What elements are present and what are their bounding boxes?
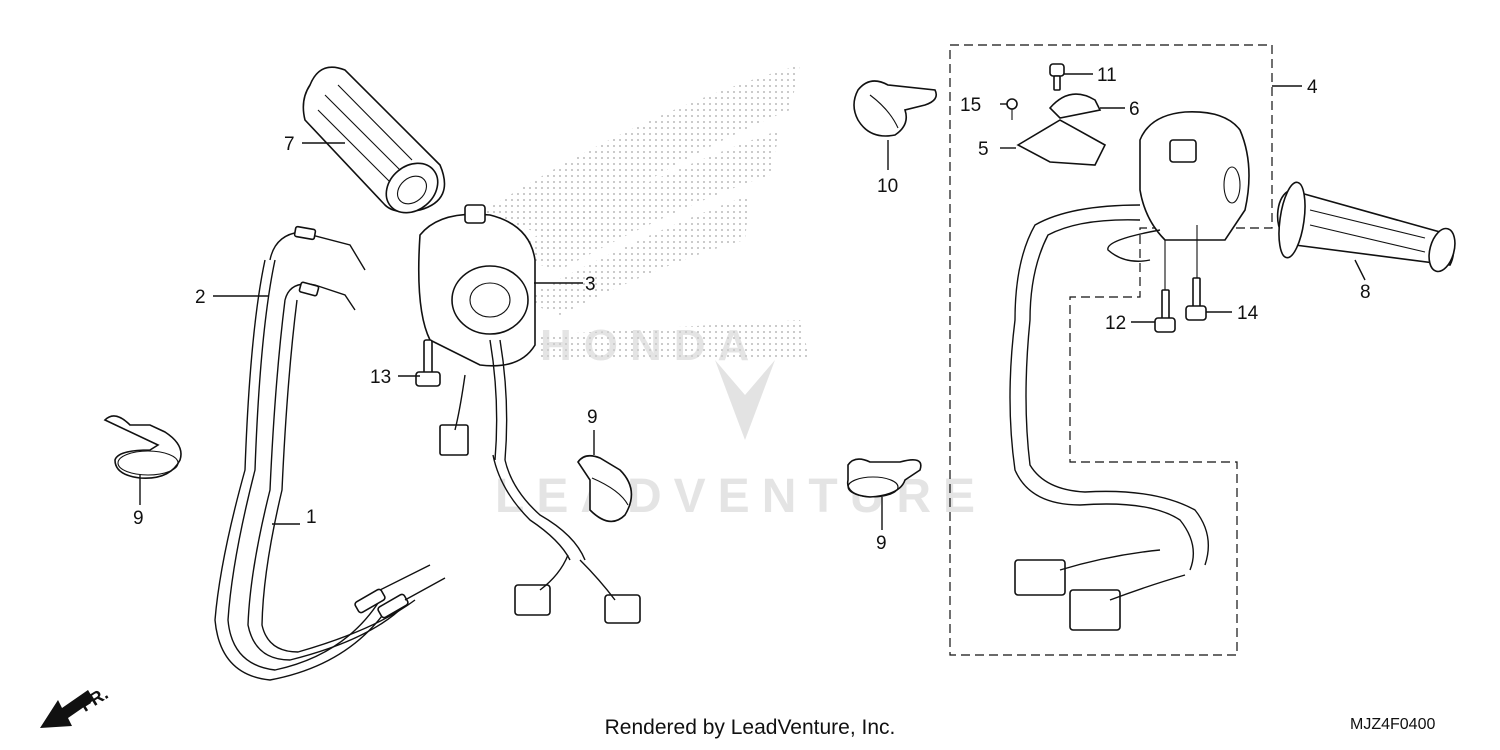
grip-right-part-8 bbox=[1276, 181, 1456, 273]
right-switch-assembly-box bbox=[949, 44, 1273, 656]
cable-clamp-part-10 bbox=[853, 80, 938, 137]
honda-wing-watermark: HONDA bbox=[470, 65, 810, 370]
callout-labels: 1 2 3 4 5 6 7 8 9 9 9 10 11 12 13 14 15 bbox=[133, 65, 1371, 554]
cable-clamp-part-9-center bbox=[577, 454, 633, 523]
callout-5: 5 bbox=[978, 139, 989, 160]
switch-housing-left-part-3 bbox=[417, 204, 641, 624]
throttle-cables-part-1-2 bbox=[214, 225, 446, 681]
leader-lines bbox=[139, 73, 1366, 530]
callout-9-right: 9 bbox=[876, 533, 887, 554]
callout-7: 7 bbox=[284, 134, 295, 155]
callout-1: 1 bbox=[306, 507, 317, 528]
callout-8: 8 bbox=[1360, 282, 1371, 303]
screw-part-15 bbox=[1006, 98, 1018, 120]
bracket-part-5 bbox=[1016, 119, 1107, 166]
honda-watermark-text: HONDA bbox=[540, 321, 761, 370]
grip-left-part-7 bbox=[302, 66, 446, 214]
screw-part-12 bbox=[1154, 289, 1176, 333]
screw-part-14 bbox=[1185, 277, 1207, 321]
callout-12: 12 bbox=[1105, 313, 1126, 334]
callout-10: 10 bbox=[877, 176, 898, 197]
callout-4: 4 bbox=[1307, 77, 1318, 98]
rendered-by-credit: Rendered by LeadVenture, Inc. bbox=[604, 716, 896, 739]
leadventure-watermark: LEADVENTURE bbox=[495, 360, 987, 523]
callout-9-left: 9 bbox=[133, 508, 144, 529]
switch-housing-right-part-4 bbox=[1009, 111, 1250, 631]
callout-9-center: 9 bbox=[587, 407, 598, 428]
callout-2: 2 bbox=[195, 287, 206, 308]
callout-6: 6 bbox=[1129, 99, 1140, 120]
callout-14: 14 bbox=[1237, 303, 1259, 324]
callout-15: 15 bbox=[960, 95, 981, 116]
screw-part-11 bbox=[1049, 63, 1065, 91]
cable-clamp-part-9-right bbox=[846, 458, 922, 498]
cable-clamp-part-9-left bbox=[103, 415, 182, 479]
callout-3: 3 bbox=[585, 274, 596, 295]
callout-13: 13 bbox=[370, 367, 391, 388]
clamp-part-6 bbox=[1048, 93, 1102, 119]
leadventure-watermark-text: LEADVENTURE bbox=[495, 470, 987, 523]
front-direction-label: FR. bbox=[76, 683, 111, 715]
bolt-part-13 bbox=[415, 339, 441, 387]
callout-11: 11 bbox=[1097, 65, 1117, 86]
diagram-code: MJZ4F0400 bbox=[1350, 716, 1436, 733]
